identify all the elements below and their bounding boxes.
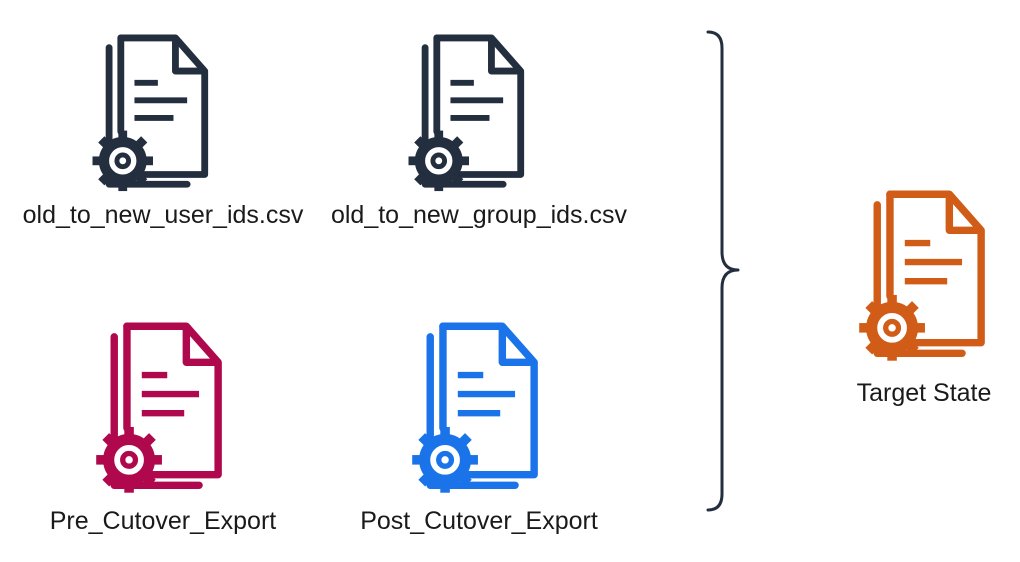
curly-brace — [706, 30, 740, 512]
config-file-icon — [83, 322, 243, 498]
node-old-group-ids[interactable]: old_to_new_group_ids.csv — [318, 34, 640, 230]
node-label: old_to_new_user_ids.csv — [22, 201, 304, 229]
node-label: Pre_Cutover_Export — [49, 507, 277, 535]
node-target-state[interactable]: Target State — [836, 190, 1012, 408]
node-post-cutover[interactable]: Post_Cutover_Export — [340, 322, 618, 536]
node-label: old_to_new_group_ids.csv — [330, 201, 628, 229]
config-file-icon — [399, 322, 559, 498]
node-pre-cutover[interactable]: Pre_Cutover_Export — [20, 322, 306, 536]
config-file-icon — [88, 34, 218, 194]
config-file-icon — [404, 34, 534, 194]
node-old-user-ids[interactable]: old_to_new_user_ids.csv — [8, 34, 318, 230]
config-file-icon — [846, 190, 1006, 366]
node-label: Target State — [856, 379, 992, 407]
node-label: Post_Cutover_Export — [360, 507, 598, 535]
